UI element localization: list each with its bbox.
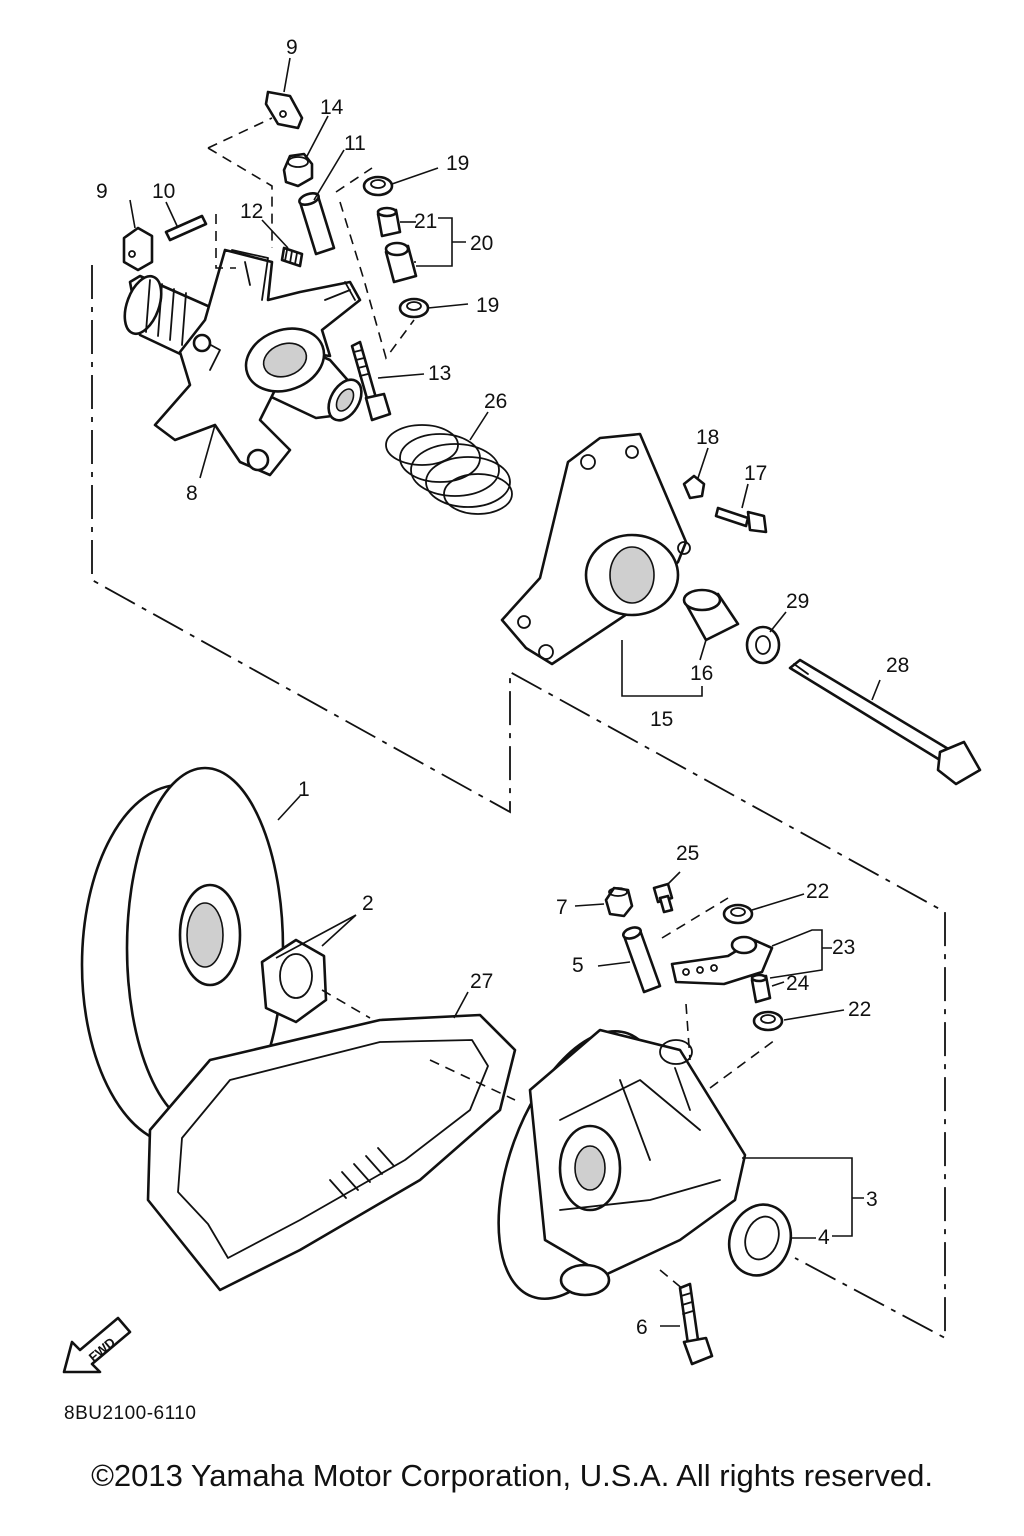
slider-part-9-upper <box>264 90 304 130</box>
callout-numbers: 9 14 11 19 9 10 12 21 20 19 13 26 8 18 1… <box>96 36 909 1339</box>
callout-20: 20 <box>470 232 493 255</box>
bolt-part-28 <box>788 658 982 786</box>
callout-10: 10 <box>152 180 175 203</box>
callout-6: 6 <box>636 1316 648 1339</box>
washer-part-19-upper <box>362 175 394 197</box>
bushing-part-4 <box>727 1203 793 1277</box>
cover-part-15 <box>500 432 691 666</box>
belt-part-27 <box>146 1013 517 1292</box>
callout-29: 29 <box>786 590 809 613</box>
slider-part-9-left <box>122 226 154 272</box>
nut-part-14 <box>282 152 314 188</box>
roller-part-20 <box>384 241 418 284</box>
nut-part-18 <box>682 474 706 500</box>
callout-27: 27 <box>470 970 493 993</box>
spring-part-26 <box>385 424 513 515</box>
spider-hub-part-8 <box>123 248 363 477</box>
bushing-part-24 <box>750 973 772 1004</box>
callout-26: 26 <box>484 390 507 413</box>
weight-arm-part-23 <box>670 935 774 986</box>
washer-part-29 <box>745 625 781 665</box>
screw-part-17 <box>714 506 768 534</box>
movable-sheave-part-3 <box>497 1028 747 1301</box>
callout-22-lower: 22 <box>848 998 871 1021</box>
pin-part-5 <box>622 926 662 994</box>
leader-lines <box>129 57 881 1327</box>
callout-7: 7 <box>556 896 568 919</box>
washer-part-22-upper <box>722 903 754 925</box>
callout-22-upper: 22 <box>806 880 829 903</box>
callout-24: 24 <box>786 972 810 995</box>
pin-part-10 <box>164 214 208 242</box>
callout-19-upper: 19 <box>446 152 469 175</box>
callout-9-top: 9 <box>286 36 298 59</box>
callout-17: 17 <box>744 462 767 485</box>
callout-1: 1 <box>298 778 310 801</box>
callout-15: 15 <box>650 708 673 731</box>
callout-11: 11 <box>344 132 366 155</box>
bolt-part-13 <box>350 340 392 422</box>
guide-lines <box>207 117 776 1291</box>
callout-9-left: 9 <box>96 180 108 203</box>
callout-12: 12 <box>240 200 263 223</box>
nut-part-7 <box>604 886 634 918</box>
bolt-part-6 <box>678 1282 714 1366</box>
callout-13: 13 <box>428 362 451 385</box>
callout-23: 23 <box>832 936 855 959</box>
fwd-arrow-icon: FWD <box>62 1316 132 1374</box>
callout-8: 8 <box>186 482 198 505</box>
callout-18: 18 <box>696 426 719 449</box>
callout-16: 16 <box>690 662 713 685</box>
callout-5: 5 <box>572 954 584 977</box>
copyright-notice: ©2013 Yamaha Motor Corporation, U.S.A. A… <box>91 1458 933 1493</box>
collar-part-2 <box>260 938 328 1024</box>
pin-part-11 <box>298 192 336 256</box>
callout-3: 3 <box>866 1188 878 1211</box>
callout-28: 28 <box>886 654 909 677</box>
callout-4: 4 <box>818 1226 830 1249</box>
callout-19-lower: 19 <box>476 294 499 317</box>
bushing-part-21 <box>376 206 402 238</box>
callout-2: 2 <box>362 892 374 915</box>
screw-part-25 <box>652 882 674 914</box>
catalog-code: 8BU2100-6110 <box>64 1403 197 1424</box>
callout-25: 25 <box>676 842 699 865</box>
bushing-part-16 <box>682 588 740 642</box>
callout-21: 21 <box>414 210 437 233</box>
washer-part-19-lower <box>398 297 430 319</box>
washer-part-22-lower <box>752 1010 784 1032</box>
stud-part-12 <box>280 246 304 268</box>
callout-14: 14 <box>320 96 344 119</box>
